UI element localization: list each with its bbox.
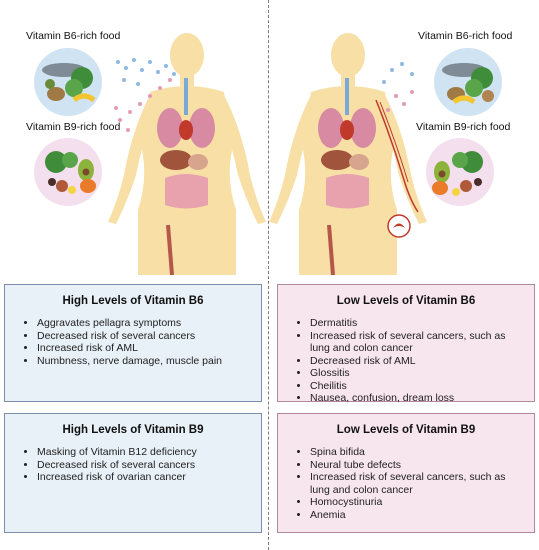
- list-item: Numbness, nerve damage, muscle pain: [37, 355, 247, 368]
- list-item: Cheilitis: [310, 380, 520, 393]
- list-item: Decreased risk of AML: [310, 355, 520, 368]
- b6-food-image-right: [434, 48, 502, 116]
- center-divider: [268, 0, 269, 550]
- list-item: Neural tube defects: [310, 459, 520, 472]
- panel-low-b6-list: DermatitisIncreased risk of several canc…: [292, 317, 520, 405]
- list-item: Aggravates pellagra symptoms: [37, 317, 247, 330]
- panel-high-b9-list: Masking of Vitamin B12 deficiencyDecreas…: [19, 446, 247, 484]
- panel-low-b9: Low Levels of Vitamin B9 Spina bifidaNeu…: [277, 413, 535, 533]
- panel-high-b9: High Levels of Vitamin B9 Masking of Vit…: [4, 413, 262, 533]
- list-item: Spina bifida: [310, 446, 520, 459]
- b9-food-label-right: Vitamin B9-rich food: [416, 121, 511, 133]
- list-item: Decreased risk of several cancers: [37, 330, 247, 343]
- panel-low-b9-title: Low Levels of Vitamin B9: [336, 424, 476, 436]
- panel-low-b6-title: Low Levels of Vitamin B6: [336, 295, 476, 307]
- list-item: Increased risk of ovarian cancer: [37, 471, 247, 484]
- b6-food-label-right: Vitamin B6-rich food: [418, 30, 513, 42]
- b9-food-label-left: Vitamin B9-rich food: [26, 121, 121, 133]
- panel-high-b9-title: High Levels of Vitamin B9: [62, 424, 204, 436]
- list-item: Glossitis: [310, 367, 520, 380]
- list-item: Nausea, confusion, dream loss: [310, 392, 520, 405]
- list-item: Anemia: [310, 509, 520, 522]
- list-item: Decreased risk of several cancers: [37, 459, 247, 472]
- panel-low-b6: Low Levels of Vitamin B6 DermatitisIncre…: [277, 284, 535, 405]
- list-item: Increased risk of several cancers, such …: [310, 471, 520, 496]
- panel-high-b6: High Levels of Vitamin B6 Aggravates pel…: [4, 284, 262, 402]
- b6-food-image-left: [34, 48, 102, 116]
- panel-high-b6-title: High Levels of Vitamin B6: [62, 295, 204, 307]
- b9-food-image-left: [34, 138, 102, 206]
- list-item: Increased risk of several cancers, such …: [310, 330, 520, 355]
- right-body-figure: [269, 33, 427, 276]
- nutrient-dots-right: [382, 62, 414, 112]
- nutrient-dots-left: [114, 58, 176, 132]
- illustration: [108, 33, 427, 276]
- blood-cell-icon: [387, 214, 411, 238]
- b6-food-label-left: Vitamin B6-rich food: [26, 30, 121, 42]
- left-body-figure: [108, 33, 266, 276]
- list-item: Dermatitis: [310, 317, 520, 330]
- list-item: Increased risk of AML: [37, 342, 247, 355]
- list-item: Masking of Vitamin B12 deficiency: [37, 446, 247, 459]
- b9-food-image-right: [426, 138, 494, 206]
- panel-low-b9-list: Spina bifidaNeural tube defectsIncreased…: [292, 446, 520, 521]
- list-item: Homocystinuria: [310, 496, 520, 509]
- panel-high-b6-list: Aggravates pellagra symptomsDecreased ri…: [19, 317, 247, 367]
